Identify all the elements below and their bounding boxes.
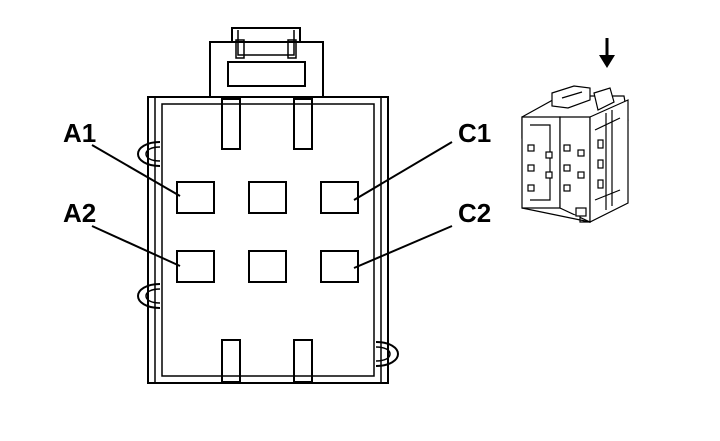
pin-cavity-a1 bbox=[176, 181, 215, 214]
top-latch bbox=[209, 27, 324, 97]
pin-cavity-b2 bbox=[248, 250, 287, 283]
top-slot-left bbox=[221, 98, 241, 150]
pin-cavity-c2 bbox=[320, 250, 359, 283]
connector-face bbox=[136, 27, 400, 384]
left-clip-top bbox=[136, 141, 161, 167]
connector-perspective-icon bbox=[521, 85, 629, 223]
top-slot-right bbox=[293, 98, 313, 150]
leader-a2 bbox=[91, 225, 181, 267]
leader-lines bbox=[91, 141, 453, 269]
pin-cavity-c1 bbox=[320, 181, 359, 214]
right-clip-bottom bbox=[375, 341, 400, 367]
leader-c1 bbox=[353, 141, 453, 201]
pin-cavity-a2 bbox=[176, 250, 215, 283]
connector-body-outline bbox=[147, 96, 389, 384]
pin-label-a2: A2 bbox=[63, 198, 96, 228]
pin-label-a1: A1 bbox=[63, 118, 96, 148]
pin-label-c2: C2 bbox=[458, 198, 491, 228]
pin-cavity-b1 bbox=[248, 181, 287, 214]
down-arrow-icon bbox=[599, 38, 615, 68]
bottom-slot-left bbox=[221, 339, 241, 383]
connector-body-inner bbox=[161, 103, 375, 377]
leader-c2 bbox=[353, 225, 453, 269]
pin-label-c1: C1 bbox=[458, 118, 491, 148]
leader-a1 bbox=[91, 144, 181, 197]
left-clip-bottom bbox=[136, 283, 161, 309]
bottom-slot-right bbox=[293, 339, 313, 383]
